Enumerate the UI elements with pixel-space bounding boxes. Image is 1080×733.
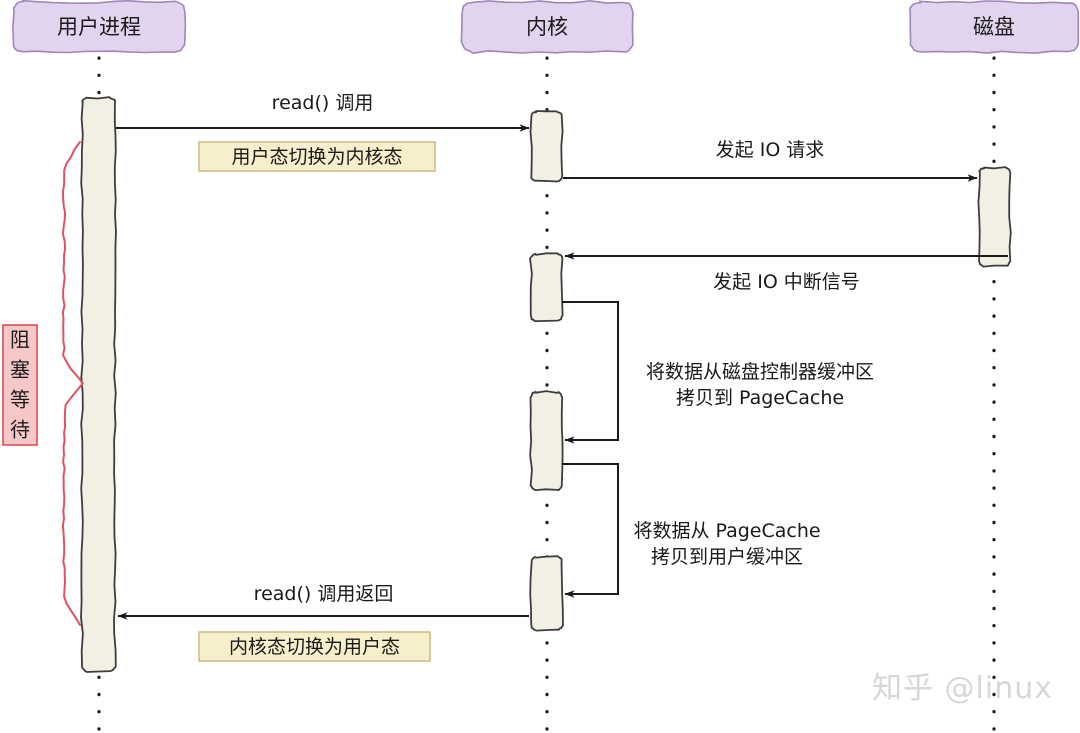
blocking-wait-brace-label-char: 等 <box>10 388 30 412</box>
kernel-activation-3 <box>529 390 564 491</box>
blocking-wait-brace-label-box <box>2 324 38 446</box>
kernel-activation-1 <box>529 110 564 183</box>
message-read-return: read() 调用返回 <box>117 583 529 620</box>
actor-label-disk: 磁盘 <box>973 15 1015 39</box>
message-copy-pagecache-to-user-line <box>562 463 619 598</box>
watermark: 知乎 @linux <box>872 671 1053 706</box>
blocking-wait-brace-label-char: 阻 <box>10 328 30 352</box>
note-kernel-to-user-mode: 内核态切换为用户态 <box>198 631 431 662</box>
note-kernel-to-user-mode-label: 内核态切换为用户态 <box>229 636 400 658</box>
actor-kernel: 内核 <box>460 0 634 55</box>
message-io-interrupt: 发起 IO 中断信号 <box>564 252 1008 293</box>
blocking-wait-brace-label-char: 塞 <box>10 358 30 382</box>
activations-layer <box>80 96 1012 673</box>
actor-box-kernel <box>460 0 634 55</box>
message-read-call: read() 调用 <box>116 92 530 132</box>
message-io-request-label: 发起 IO 请求 <box>716 139 825 161</box>
actor-box-user <box>11 0 187 54</box>
message-read-call-label: read() 调用 <box>272 92 374 114</box>
kernel-activation-2 <box>529 252 564 322</box>
message-copy-pagecache-to-user-label: 将数据从 PageCache <box>633 520 820 542</box>
actor-disk: 磁盘 <box>909 0 1080 54</box>
message-io-request: 发起 IO 请求 <box>563 139 978 182</box>
message-copy-disk-to-pagecache-line <box>562 301 619 444</box>
message-copy-disk-to-pagecache-label: 将数据从磁盘控制器缓冲区 <box>646 361 874 383</box>
blocking-wait-brace-path <box>61 141 84 626</box>
note-kernel-to-user-mode-box <box>198 631 431 662</box>
message-copy-pagecache-to-user: 将数据从 PageCache 拷贝到用户缓冲区 <box>562 463 821 598</box>
actors-layer: 用户进程 内核 磁盘 <box>11 0 1080 55</box>
message-copy-disk-to-pagecache-label-line2: 拷贝到 PageCache <box>676 387 844 409</box>
message-io-interrupt-label: 发起 IO 中断信号 <box>713 271 860 293</box>
kernel-activation-4 <box>529 555 564 632</box>
message-copy-pagecache-to-user-label-line2: 拷贝到用户缓冲区 <box>651 546 803 568</box>
message-read-return-label: read() 调用返回 <box>254 583 394 605</box>
disk-activation <box>977 166 1012 268</box>
note-user-to-kernel-mode-box <box>198 141 436 172</box>
note-user-to-kernel-mode: 用户态切换为内核态 <box>198 141 436 172</box>
actor-box-disk <box>909 0 1080 54</box>
actor-label-user: 用户进程 <box>57 15 141 39</box>
actor-label-kernel: 内核 <box>526 15 568 39</box>
actor-user: 用户进程 <box>11 0 187 54</box>
note-user-to-kernel-mode-label: 用户态切换为内核态 <box>231 146 402 168</box>
blocking-wait-brace-label-char: 待 <box>10 418 30 442</box>
user-activation <box>80 96 117 673</box>
